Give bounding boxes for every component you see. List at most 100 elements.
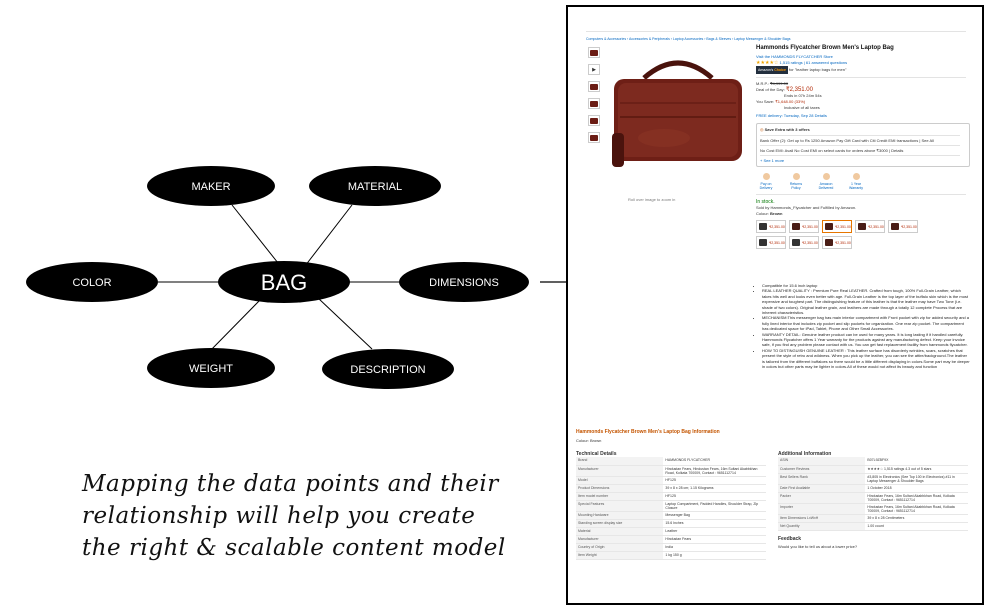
- row-value: 1 kg 150 g: [663, 551, 766, 560]
- swatch-price: ₹2,351.00: [769, 224, 785, 229]
- colour-swatch[interactable]: ₹2,351.00: [888, 220, 918, 233]
- row-value: 39 x 8 x 28 cm; 1.15 Kilograms: [663, 484, 766, 493]
- node-color-label: COLOR: [72, 277, 111, 289]
- row-value: Laptop Compartment, Padded Handles, Shou…: [663, 500, 766, 512]
- sold-by[interactable]: Sold by Hammonds_Flycatcher and Fulfille…: [756, 205, 857, 210]
- amazon-delivered-icon[interactable]: Amazon Delivered: [816, 173, 836, 190]
- swatch-price: ₹2,351.00: [835, 224, 851, 229]
- node-material: MATERIAL: [309, 166, 441, 206]
- deal-label: Deal of the Day:: [756, 87, 785, 92]
- warranty-icon[interactable]: 1 Year Warranty: [846, 173, 866, 190]
- pay-on-delivery-icon[interactable]: Pay on Delivery: [756, 173, 776, 190]
- badge-suffix: Choice: [774, 68, 786, 72]
- breadcrumb[interactable]: Computers & Accessories › Accessories & …: [586, 37, 791, 41]
- feature-bullet: Compatible for 15.6 inch laptop: [762, 283, 970, 288]
- row-value: Leather: [663, 527, 766, 536]
- info-title: Hammonds Flycatcher Brown Men's Laptop B…: [576, 429, 720, 435]
- bank-offer[interactable]: Bank Offer (2): Get up to Rs 1250 Amazon…: [760, 138, 934, 143]
- connector-description: [317, 297, 373, 350]
- row-key: Model: [576, 476, 664, 485]
- node-description: DESCRIPTION: [322, 349, 454, 389]
- store-link[interactable]: Visit the HAMMONDS FLYCATCHER Store: [756, 54, 833, 59]
- additional-title: Additional Information: [778, 451, 832, 457]
- row-value: B07L9ZBF9X: [865, 457, 968, 466]
- row-value: #3,805 in Electronics (See Top 100 in El…: [865, 473, 968, 485]
- row-key: Item model number: [576, 492, 664, 501]
- node-dimensions: DIMENSIONS: [399, 262, 529, 302]
- node-description-label: DESCRIPTION: [350, 364, 425, 376]
- colour-swatch[interactable]: ₹2,351.00: [855, 220, 885, 233]
- divider: [586, 31, 966, 32]
- video-thumbnail[interactable]: ▶: [588, 64, 600, 75]
- row-value: 1 October 2018: [865, 484, 968, 493]
- tax-note: Inclusive of all taxes: [784, 105, 820, 110]
- service-label: Returns Policy: [789, 182, 803, 190]
- ratings-link[interactable]: 1,515 ratings | 61 answered questions: [779, 60, 848, 65]
- see-more-link[interactable]: + See 1 more: [760, 158, 785, 163]
- divider: [756, 77, 966, 78]
- thumbnail[interactable]: [588, 47, 600, 58]
- colour-swatch[interactable]: ₹2,351.00: [789, 236, 819, 249]
- colour-value: Brown: [770, 211, 783, 216]
- row-value: HF125: [663, 476, 766, 485]
- zoom-hint: Roll over image to zoom in: [628, 197, 676, 202]
- row-key: Standing screen display size: [576, 519, 664, 528]
- mrp-value: ₹4,999.00: [769, 81, 789, 86]
- service-label: Amazon Delivered: [818, 182, 834, 190]
- returns-policy-icon[interactable]: Returns Policy: [786, 173, 806, 190]
- row-value: HAMMONDS FLYCATCHER: [663, 457, 766, 466]
- thumbnail[interactable]: [588, 132, 600, 143]
- row-value: Hindustan Fears, Hindustan Fears, 16m Su…: [663, 465, 766, 477]
- connector-material: [304, 204, 353, 267]
- table-row: Customer Reviews★★★★☆ 1,515 ratings 4.3 …: [778, 465, 968, 474]
- feedback-title: Feedback: [778, 535, 802, 542]
- swatch-price: ₹2,351.00: [769, 240, 785, 245]
- colour-swatch-selected[interactable]: ₹2,351.00: [822, 220, 852, 233]
- colour-swatch[interactable]: ₹2,351.00: [756, 220, 786, 233]
- row-value: Hindustan Fears, 16m Sultani Akabbkhan R…: [865, 492, 968, 504]
- no-cost-emi[interactable]: No Cost EMI: Avail No Cost EMI on select…: [760, 148, 904, 153]
- swatch-price: ₹2,351.00: [802, 240, 818, 245]
- swatch-price: ₹2,351.00: [868, 224, 884, 229]
- product-info: Hammonds Flycatcher Brown Men's Laptop B…: [756, 45, 970, 249]
- deal-timer: Ends in 07h 24m 54s: [784, 93, 822, 98]
- product-information-section: Hammonds Flycatcher Brown Men's Laptop B…: [576, 429, 976, 560]
- colour-swatch[interactable]: ₹2,351.00: [822, 236, 852, 249]
- row-key: Product Dimensions: [576, 484, 664, 493]
- feature-bullet: HOW TO DISTINGUISH GENUINE LEATHER : Thi…: [762, 348, 970, 370]
- feature-bullets: Compatible for 15.6 inch laptop REAL LEA…: [756, 283, 970, 370]
- deal-price: ₹2,351.00: [785, 87, 813, 93]
- thumbnail[interactable]: [588, 81, 600, 92]
- node-maker: MAKER: [147, 166, 275, 206]
- colour-swatch[interactable]: ₹2,351.00: [789, 220, 819, 233]
- stock-status: In stock.: [756, 199, 775, 205]
- row-key: Special Features: [576, 500, 664, 512]
- delivery-info[interactable]: FREE delivery: Tuesday, Sep 28 Details: [756, 113, 827, 118]
- feedback-text[interactable]: Would you like to tell us about a lower …: [778, 543, 858, 549]
- divider: [756, 194, 966, 195]
- table-row: Best Sellers Rank#3,805 in Electronics (…: [778, 473, 968, 485]
- colour-swatch[interactable]: ₹2,351.00: [756, 236, 786, 249]
- node-center-bag: BAG: [218, 261, 350, 303]
- connector-lines: [158, 204, 402, 354]
- divider: [760, 145, 960, 146]
- row-key: Mounting Hardware: [576, 511, 664, 520]
- row-key: Manufacturer: [576, 465, 664, 477]
- mrp-label: M.R.P.:: [756, 81, 769, 86]
- row-key: Date First Available: [778, 484, 866, 493]
- thumbnail[interactable]: [588, 115, 600, 126]
- row-key: Customer Reviews: [778, 465, 866, 474]
- thumbnail[interactable]: [588, 98, 600, 109]
- product-bag-image[interactable]: [604, 43, 752, 193]
